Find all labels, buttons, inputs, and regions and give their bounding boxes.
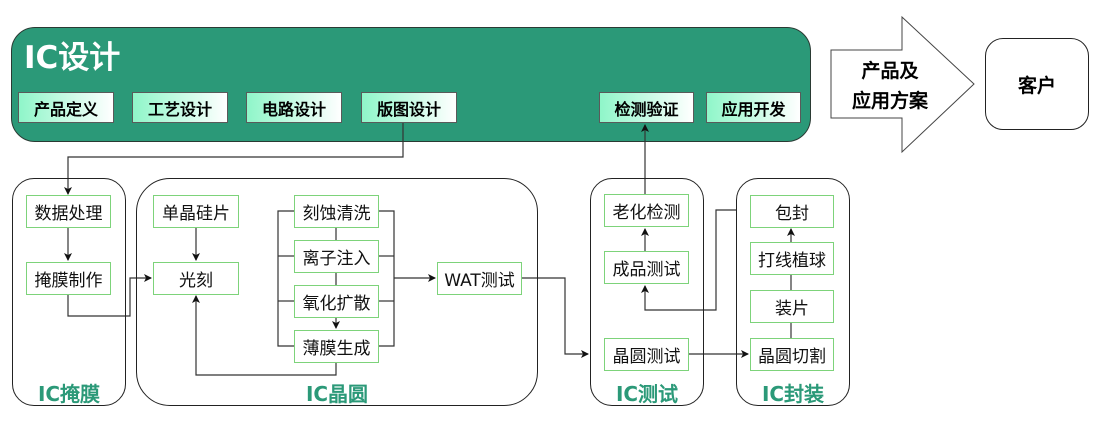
connector-mask-to-litho	[67, 274, 152, 317]
step-ion-implant[interactable]: 离子注入	[294, 240, 379, 273]
ic-mask-label: IC掩膜	[37, 382, 101, 406]
step-lithography[interactable]: 光刻	[153, 262, 239, 295]
connector-film-to-litho	[192, 295, 337, 376]
step-mask-making[interactable]: 掩膜制作	[26, 262, 111, 295]
step-wafer-dicing[interactable]: 晶圆切割	[750, 338, 834, 371]
step-wat-test[interactable]: WAT测试	[437, 262, 522, 295]
ic-test-container	[590, 178, 704, 406]
step-burn-in[interactable]: 老化检测	[604, 194, 689, 227]
arrow-label-line2: 应用方案	[851, 90, 928, 112]
step-encapsulation[interactable]: 包封	[750, 195, 834, 228]
ic-mask-container	[12, 178, 126, 406]
connector-layout-to-data	[64, 123, 404, 195]
step-product-definition[interactable]: 产品定义	[18, 92, 114, 123]
step-wire-bonding[interactable]: 打线植球	[750, 242, 834, 275]
product-solution-arrow-shape	[830, 15, 975, 154]
step-oxidation[interactable]: 氧化扩散	[294, 285, 379, 318]
step-etch-clean[interactable]: 刻蚀清洗	[294, 195, 379, 228]
step-silicon-wafer[interactable]: 单晶硅片	[153, 195, 239, 228]
step-wafer-test[interactable]: 晶圆测试	[604, 338, 689, 371]
ic-package-container	[736, 178, 850, 406]
connector-package-to-finaltest	[641, 209, 736, 311]
product-solution-arrow-label: 产品及 应用方案	[835, 56, 945, 116]
step-data-processing[interactable]: 数据处理	[26, 195, 111, 228]
step-layout-design[interactable]: 版图设计	[361, 92, 457, 123]
step-die-attach[interactable]: 装片	[750, 290, 834, 323]
step-verification[interactable]: 检测验证	[599, 92, 694, 123]
process-bracket-left	[277, 210, 294, 347]
connector-wat-to-wafertest	[522, 277, 589, 358]
ic-design-title: IC设计	[24, 40, 121, 76]
arrow-label-line1: 产品及	[861, 60, 919, 82]
ic-wafer-container	[136, 178, 538, 406]
step-application-dev[interactable]: 应用开发	[706, 92, 801, 123]
step-thin-film[interactable]: 薄膜生成	[294, 330, 379, 363]
ic-package-label: IC封装	[761, 382, 825, 406]
customer-box[interactable]: 客户	[985, 38, 1089, 130]
step-process-design[interactable]: 工艺设计	[132, 92, 228, 123]
ic-wafer-label: IC晶圆	[305, 382, 369, 406]
step-circuit-design[interactable]: 电路设计	[246, 92, 342, 123]
step-final-test[interactable]: 成品测试	[604, 251, 689, 284]
ic-test-label: IC测试	[615, 382, 679, 406]
